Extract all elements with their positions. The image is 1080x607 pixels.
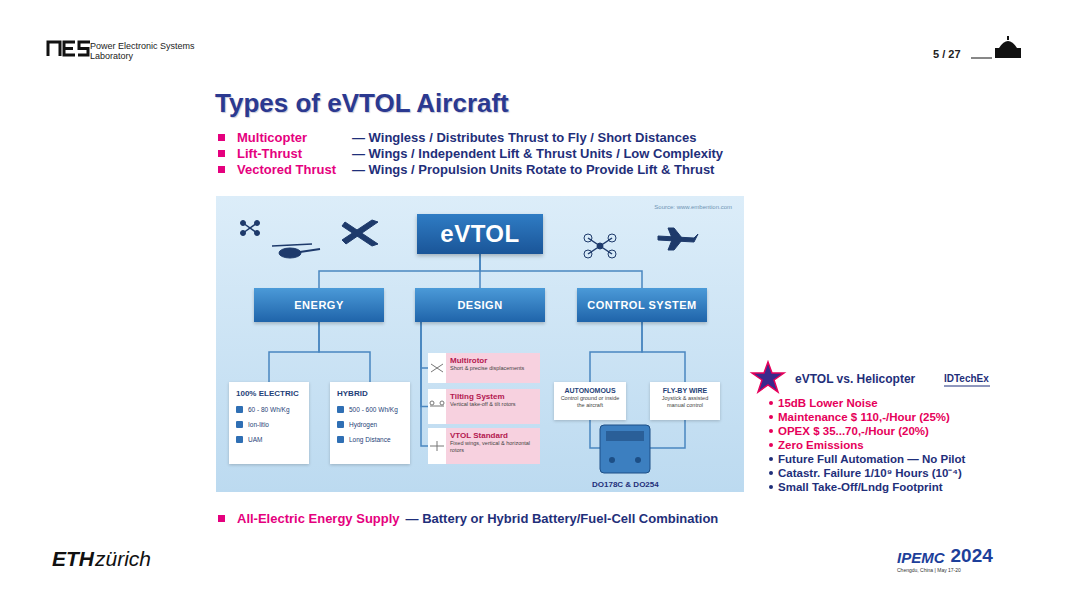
box-text: Hydrogen xyxy=(337,420,404,429)
text-wrap: ENERGY xyxy=(294,299,343,311)
pes-logo xyxy=(48,42,90,56)
control-box: AUTONOMOUSControl ground or inside the a… xyxy=(554,382,626,420)
box-heading: FLY-BY WIRE xyxy=(653,386,717,395)
tree-connector xyxy=(319,322,370,382)
list-heading: eVTOL vs. Helicopter xyxy=(795,372,915,386)
bullet-text: — Battery or Hybrid Battery/Fuel-Cell Co… xyxy=(406,511,719,527)
box-heading: Tilting System xyxy=(450,392,536,401)
bullet-term: Multicopter xyxy=(237,130,307,146)
box-heading: HYBRID xyxy=(337,389,404,398)
box-heading: CONTROL SYSTEM xyxy=(587,299,696,311)
tree-connector xyxy=(421,322,428,446)
text-wrap: eVTOL xyxy=(440,220,519,248)
tree-connector xyxy=(480,254,642,288)
energy-box: 100% ELECTRIC 60 - 80 Wh/KgIon-litioUAM xyxy=(229,382,309,464)
design-box: Tilting SystemVertical take-off & tilt r… xyxy=(428,389,540,424)
box-text: Short & precise displacements xyxy=(450,365,536,372)
tree-connector xyxy=(319,254,480,288)
logo-text: 2024 xyxy=(951,545,993,567)
design-box: MultirotorShort & precise displacements xyxy=(428,353,540,383)
category-box: ENERGY xyxy=(254,288,384,322)
bullet-text: — Wings / Independent Lift & Thrust Unit… xyxy=(352,146,723,162)
header-rule xyxy=(971,58,992,59)
box-heading: eVTOL xyxy=(440,220,519,248)
category-box: CONTROL SYSTEM xyxy=(577,288,707,322)
list-item: 15dB Lower Noise xyxy=(778,396,878,410)
text-wrap: CONTROL SYSTEM xyxy=(587,299,696,311)
logo-text: IPEMC xyxy=(897,549,945,566)
standard-label: DO178C & DO254 xyxy=(592,480,659,489)
bullet-term: Vectored Thrust xyxy=(237,162,336,178)
box-heading: Multirotor xyxy=(450,356,536,365)
flight-computer xyxy=(590,420,685,473)
box-heading: AUTONOMOUS xyxy=(557,386,623,395)
bullet-text: — Wingless / Distributes Thrust to Fly /… xyxy=(352,130,696,146)
tree-connector xyxy=(642,322,685,382)
list-item: OPEX $ 35...70,-/Hour (20%) xyxy=(778,424,929,438)
tree-connector xyxy=(421,322,428,368)
lab-name: Power Electronic Systems Laboratory xyxy=(90,41,210,61)
box-text: 500 - 600 Wh/Kg xyxy=(337,405,404,414)
box-text: UAM xyxy=(236,435,303,444)
logo-text: zürich xyxy=(95,547,151,571)
box-heading: VTOL Standard xyxy=(450,431,536,440)
logo-text: Chengdu, China | May 17-20 xyxy=(897,567,961,573)
box-text: Control ground or inside the aircraft xyxy=(557,395,623,408)
energy-box: HYBRID 500 - 600 Wh/KgHydrogenLong Distan… xyxy=(330,382,410,464)
diagram-panel: Source: www.embention.com eVTOL ENERGY DESI… xyxy=(216,196,744,492)
slide-title: Types of eVTOL Aircraft xyxy=(215,88,509,119)
box-text: Ion-litio xyxy=(236,420,303,429)
category-box: DESIGN xyxy=(415,288,545,322)
page-number: 5 / 27 xyxy=(933,48,961,60)
diagram-panel xyxy=(216,196,744,492)
list-item: Maintenance $ 110,-/Hour (25%) xyxy=(778,410,950,424)
design-box: VTOL StandardFixed wings, vertical & hor… xyxy=(428,428,540,464)
source-logo: IDTechEx xyxy=(944,373,989,384)
box-heading: ENERGY xyxy=(294,299,343,311)
logo-text: ETH xyxy=(52,547,94,571)
bullet-text: — Wings / Propulsion Units Rotate to Pro… xyxy=(352,162,714,178)
star xyxy=(752,362,784,392)
bullets xyxy=(218,134,773,522)
text-wrap: DESIGN xyxy=(457,299,502,311)
tree-connector xyxy=(590,322,642,382)
bullet-term: Lift-Thrust xyxy=(237,146,302,162)
list-item: Small Take-Off/Lndg Footprint xyxy=(778,480,943,494)
tree-connector xyxy=(269,322,319,382)
list-item: Future Full Automation — No Pilot xyxy=(778,452,965,466)
box-text: 60 - 80 Wh/Kg xyxy=(236,405,303,414)
control-box: FLY-BY WIREJoystick & assisted manual co… xyxy=(650,382,720,420)
box-heading: 100% ELECTRIC xyxy=(236,389,303,398)
box-text: Long Distance xyxy=(337,435,404,444)
box-text: Joystick & assisted manual control xyxy=(653,395,717,408)
box-heading: Source: www.embention.com xyxy=(654,204,732,210)
box-text: Fixed wings, vertical & horizontal rotor… xyxy=(450,440,536,453)
root-box: eVTOL xyxy=(417,214,543,254)
list-item: Catastr. Failure 1/10⁹ Hours (10⁻⁴) xyxy=(778,466,962,480)
box-heading: DESIGN xyxy=(457,299,502,311)
idtechex-underline xyxy=(944,386,990,387)
list-item: Zero Emissions xyxy=(778,438,864,452)
bullet-term: All-Electric Energy Supply xyxy=(237,511,400,527)
building-icon xyxy=(995,36,1021,58)
tree-connector xyxy=(421,322,428,407)
box-text: Vertical take-off & tilt rotors xyxy=(450,401,536,408)
